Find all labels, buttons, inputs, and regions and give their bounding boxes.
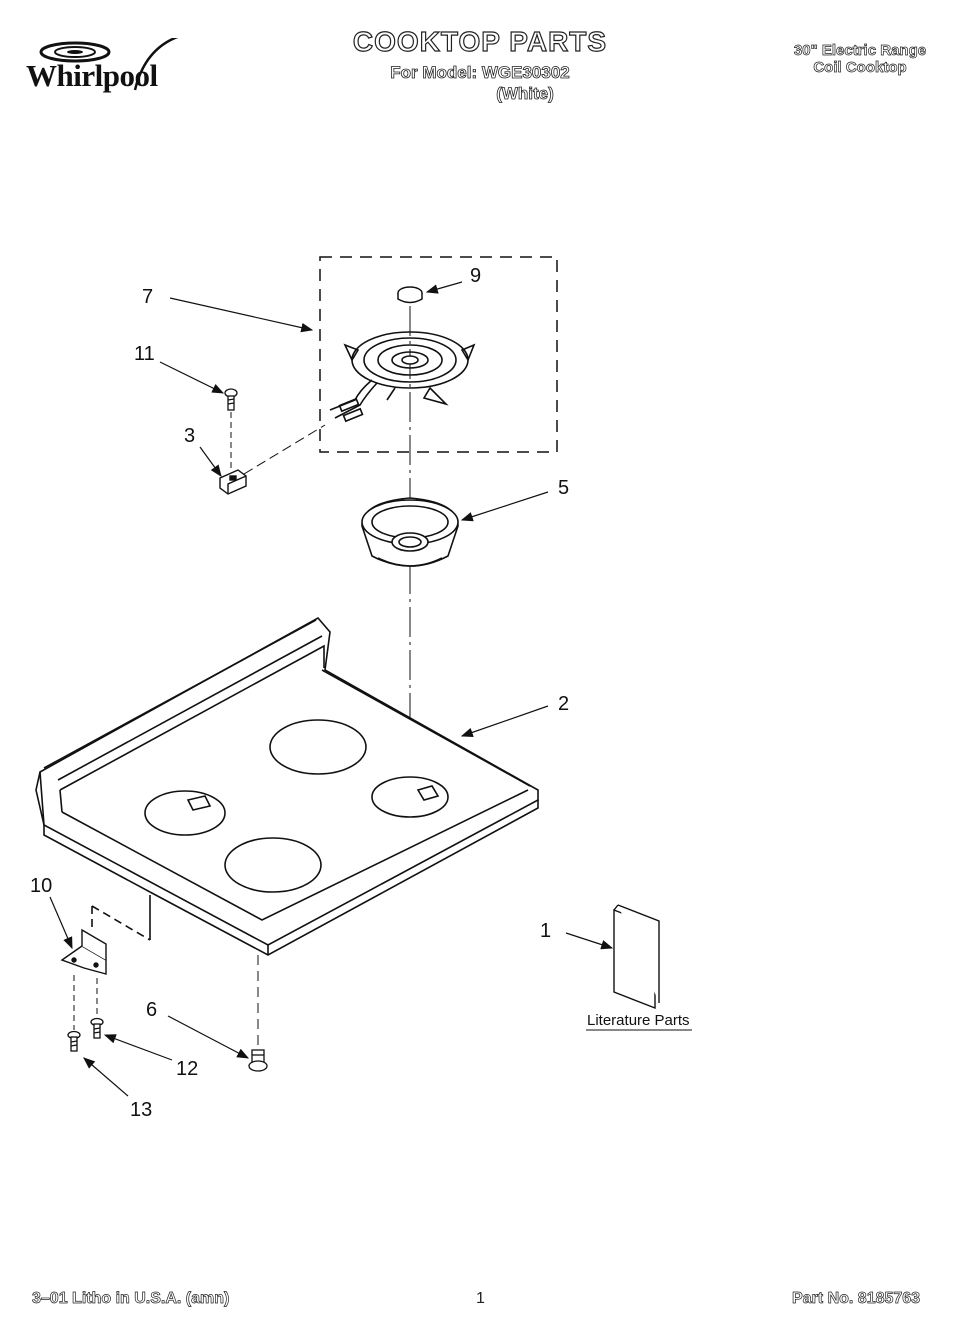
part-3-terminal-block [219, 469, 247, 495]
part-6-screw [248, 1049, 268, 1072]
leader-1 [565, 932, 614, 950]
callout-9: 9 [470, 265, 481, 287]
part-12-screw [90, 1017, 104, 1039]
brand-name: Whirlpool [26, 58, 158, 93]
callout-3: 3 [184, 425, 195, 447]
part-number: Part No. 8185763 [792, 1290, 921, 1308]
leader-3 [199, 446, 222, 477]
product-type: 30" Electric Range Coil Cooktop [770, 42, 950, 77]
part-5-drip-bowl [361, 497, 459, 567]
leader-2 [460, 705, 549, 737]
surface-unit-group-box [319, 256, 558, 453]
model-variant: (White) [496, 84, 554, 104]
callout-6: 6 [146, 999, 157, 1021]
part-11-screw [224, 388, 238, 411]
part-13-screw [67, 1030, 81, 1052]
literature-parts-label: Literature Parts [587, 1012, 690, 1029]
leader-7 [169, 297, 314, 333]
cooktop-type: Coil Cooktop [813, 59, 907, 77]
callout-12: 12 [176, 1058, 198, 1080]
leader-11 [159, 361, 225, 394]
leader-5 [460, 491, 549, 522]
part-7-coil-element [329, 331, 476, 423]
callout-7: 7 [142, 286, 153, 308]
part-9-cap [397, 286, 423, 304]
callout-11: 11 [134, 343, 155, 365]
litho-note: 3–01 Litho in U.S.A. (amn) [32, 1290, 230, 1308]
leader-12 [103, 1034, 173, 1061]
range-type: 30" Electric Range [793, 42, 927, 60]
leader-6 [167, 1015, 250, 1059]
part-2-cooktop [35, 616, 539, 956]
callout-1: 1 [540, 920, 551, 942]
callout-5: 5 [558, 477, 569, 499]
callout-10: 10 [30, 875, 52, 897]
leader-10 [49, 896, 73, 950]
whirlpool-logo: Whirlpool [20, 34, 200, 98]
model-number: For Model: WGE30302 [390, 63, 570, 83]
page-number: 1 [476, 1290, 485, 1307]
page-title: COOKTOP PARTS [352, 25, 608, 57]
part-10-bracket [60, 928, 107, 975]
whirlpool-swirl-icon [39, 34, 181, 91]
callout-13: 13 [130, 1099, 152, 1121]
part-1-literature [613, 904, 660, 1010]
leader-9 [425, 281, 463, 294]
callout-2: 2 [558, 693, 569, 715]
leader-13 [83, 1057, 129, 1097]
